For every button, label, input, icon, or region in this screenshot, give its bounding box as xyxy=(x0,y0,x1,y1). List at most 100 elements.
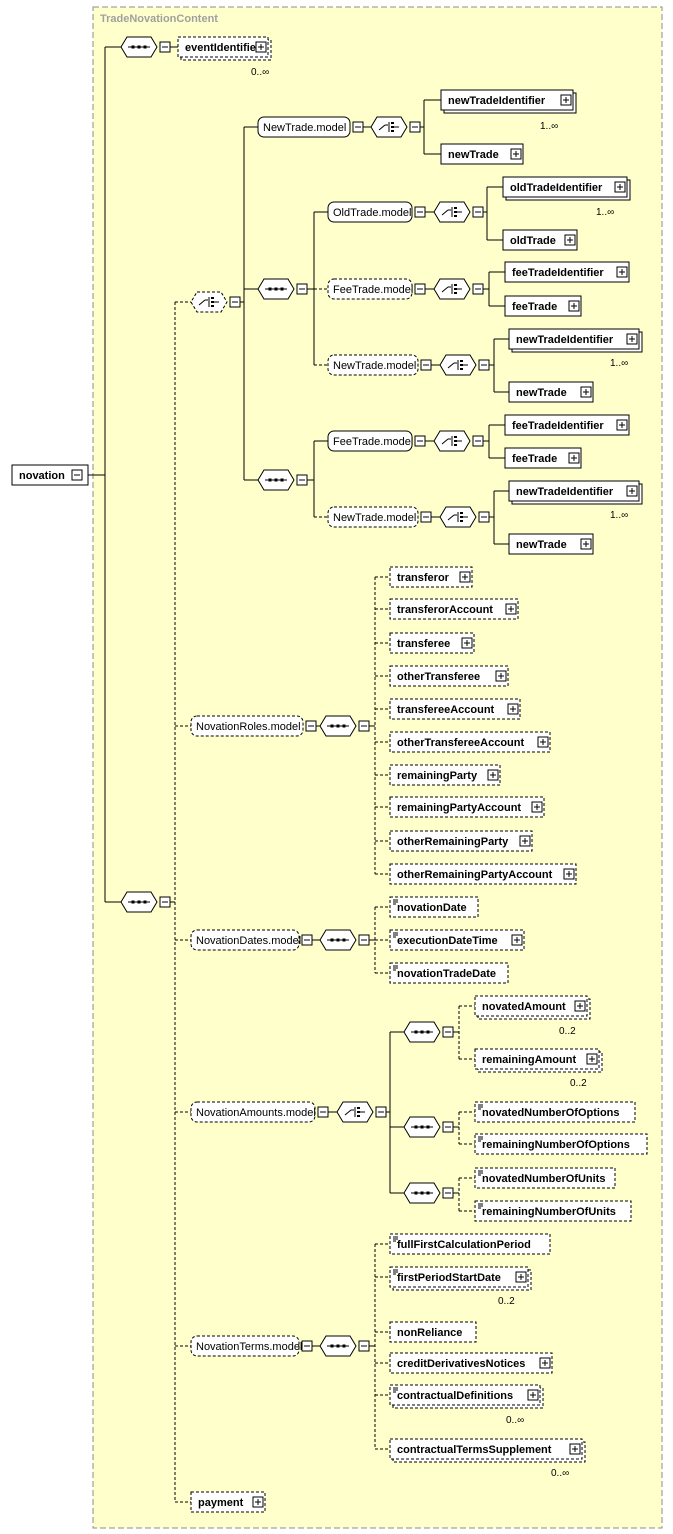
choice-compositor[interactable] xyxy=(336,1101,374,1123)
expand-icon[interactable] xyxy=(527,1389,539,1401)
expand-icon[interactable] xyxy=(560,94,572,106)
element-novatedNumberOfUnits[interactable]: novatedNumberOfUnits xyxy=(474,1167,616,1189)
collapse-icon[interactable] xyxy=(442,1026,454,1038)
element-otherRemainingPartyAccount[interactable]: otherRemainingPartyAccount xyxy=(389,863,577,885)
element-otherTransferee[interactable]: otherTransferee xyxy=(389,665,509,687)
choice-compositor[interactable] xyxy=(433,430,471,452)
element-eventIdentifier[interactable]: eventIdentifier xyxy=(177,36,272,61)
expand-icon[interactable] xyxy=(574,1000,586,1012)
collapse-icon[interactable] xyxy=(159,896,171,908)
collapse-icon[interactable] xyxy=(358,934,370,946)
collapse-icon[interactable] xyxy=(296,283,308,295)
expand-icon[interactable] xyxy=(511,934,523,946)
sequence-compositor[interactable] xyxy=(120,36,158,58)
sequence-compositor[interactable] xyxy=(257,278,295,300)
expand-icon[interactable] xyxy=(252,1496,264,1508)
expand-icon[interactable] xyxy=(580,386,592,398)
element-feeTrade[interactable]: feeTrade xyxy=(504,447,582,469)
element-remainingAmount[interactable]: remainingAmount xyxy=(474,1048,603,1073)
choice-compositor[interactable] xyxy=(370,116,408,138)
expand-icon[interactable] xyxy=(505,603,517,615)
element-novatedNumberOfOptions[interactable]: novatedNumberOfOptions xyxy=(474,1101,636,1123)
collapse-icon[interactable] xyxy=(472,206,484,218)
expand-icon[interactable] xyxy=(626,485,638,497)
element-creditDerivativesNotices[interactable]: creditDerivativesNotices xyxy=(389,1352,553,1374)
element-nonReliance[interactable]: nonReliance xyxy=(389,1321,477,1343)
expand-icon[interactable] xyxy=(510,148,522,160)
collapse-icon[interactable] xyxy=(478,359,490,371)
element-feeTrade[interactable]: feeTrade xyxy=(504,295,582,317)
element-firstPeriodStartDate[interactable]: firstPeriodStartDate xyxy=(389,1266,532,1291)
group-NewTrade[interactable]: NewTrade.model xyxy=(257,116,351,138)
choice-compositor[interactable] xyxy=(433,201,471,223)
element-contractualTermsSupplement[interactable]: contractualTermsSupplement xyxy=(389,1438,586,1463)
collapse-icon[interactable] xyxy=(409,121,421,133)
group-OldTrade[interactable]: OldTrade.model xyxy=(327,201,413,223)
group-NewTrade[interactable]: NewTrade.model xyxy=(327,506,419,528)
element-newTrade[interactable]: newTrade xyxy=(508,533,594,555)
element-novationDate[interactable]: novationDate xyxy=(389,896,479,918)
expand-icon[interactable] xyxy=(616,266,628,278)
sequence-compositor[interactable] xyxy=(319,929,357,951)
element-root[interactable] xyxy=(11,464,89,486)
sequence-compositor[interactable] xyxy=(319,715,357,737)
expand-icon[interactable] xyxy=(539,1357,551,1369)
element-newTradeIdentifier[interactable]: newTradeIdentifier xyxy=(508,480,643,505)
expand-icon[interactable] xyxy=(461,637,473,649)
element-fullFirstCalculationPeriod[interactable]: fullFirstCalculationPeriod xyxy=(389,1233,551,1255)
element-transfereeAccount[interactable]: transfereeAccount xyxy=(389,698,521,720)
collapse-icon[interactable] xyxy=(296,474,308,486)
expand-icon[interactable] xyxy=(515,1271,527,1283)
element-remainingParty[interactable]: remainingParty xyxy=(389,764,501,786)
element-otherRemainingParty[interactable]: otherRemainingParty xyxy=(389,830,533,852)
element-newTrade[interactable]: newTrade xyxy=(440,143,524,165)
collapse-icon[interactable] xyxy=(305,720,317,732)
group-FeeTrade[interactable]: FeeTrade.model xyxy=(327,430,413,452)
collapse-icon[interactable] xyxy=(229,296,241,308)
expand-icon[interactable] xyxy=(564,234,576,246)
collapse-icon[interactable] xyxy=(472,435,484,447)
collapse-icon[interactable] xyxy=(414,206,426,218)
expand-icon[interactable] xyxy=(568,452,580,464)
expand-icon[interactable] xyxy=(626,333,638,345)
collapse-icon[interactable] xyxy=(414,283,426,295)
collapse-icon[interactable] xyxy=(358,720,370,732)
sequence-compositor[interactable] xyxy=(120,891,158,913)
collapse-icon[interactable] xyxy=(420,359,432,371)
collapse-icon[interactable] xyxy=(358,1340,370,1352)
choice-compositor[interactable] xyxy=(439,506,477,528)
expand-icon[interactable] xyxy=(255,41,267,53)
sequence-compositor[interactable] xyxy=(257,469,295,491)
sequence-compositor[interactable] xyxy=(403,1182,441,1204)
element-novatedAmount[interactable]: novatedAmount xyxy=(474,995,591,1020)
expand-icon[interactable] xyxy=(537,736,549,748)
expand-icon[interactable] xyxy=(507,703,519,715)
expand-icon[interactable] xyxy=(563,868,575,880)
collapse-icon[interactable] xyxy=(352,121,364,133)
element-transferor[interactable]: transferor xyxy=(389,566,473,588)
collapse-icon[interactable] xyxy=(442,1121,454,1133)
sequence-compositor[interactable] xyxy=(403,1021,441,1043)
expand-icon[interactable] xyxy=(519,835,531,847)
group-NewTrade[interactable]: NewTrade.model xyxy=(327,354,419,376)
collapse-icon[interactable] xyxy=(317,1106,329,1118)
expand-icon[interactable] xyxy=(568,300,580,312)
element-oldTrade[interactable]: oldTrade xyxy=(502,229,578,251)
collapse-icon[interactable] xyxy=(442,1187,454,1199)
choice-compositor[interactable] xyxy=(190,291,228,313)
sequence-compositor[interactable] xyxy=(403,1116,441,1138)
collapse-icon[interactable] xyxy=(71,469,83,481)
expand-icon[interactable] xyxy=(614,181,626,193)
element-transferorAccount[interactable]: transferorAccount xyxy=(389,598,519,620)
element-payment[interactable]: payment xyxy=(190,1491,266,1513)
expand-icon[interactable] xyxy=(487,769,499,781)
element-feeTradeIdentifier[interactable]: feeTradeIdentifier xyxy=(504,261,630,283)
element-feeTradeIdentifier[interactable]: feeTradeIdentifier xyxy=(504,414,630,436)
expand-icon[interactable] xyxy=(616,419,628,431)
element-newTradeIdentifier[interactable]: newTradeIdentifier xyxy=(440,89,577,114)
expand-icon[interactable] xyxy=(495,670,507,682)
sequence-compositor[interactable] xyxy=(319,1335,357,1357)
collapse-icon[interactable] xyxy=(159,41,171,53)
choice-compositor[interactable] xyxy=(433,278,471,300)
element-remainingPartyAccount[interactable]: remainingPartyAccount xyxy=(389,796,545,818)
